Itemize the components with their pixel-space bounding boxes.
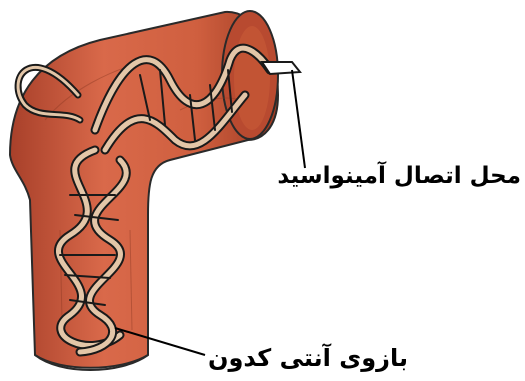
anticodon-arm-label: بازوی آنتی کدون [208, 344, 408, 372]
amino-acid-attachment-label: محل اتصال آمینواسید [277, 163, 521, 189]
tube-opening-inner [234, 26, 270, 130]
amino-acid-tip [262, 62, 300, 74]
leader-line-amino-acid [292, 70, 305, 168]
